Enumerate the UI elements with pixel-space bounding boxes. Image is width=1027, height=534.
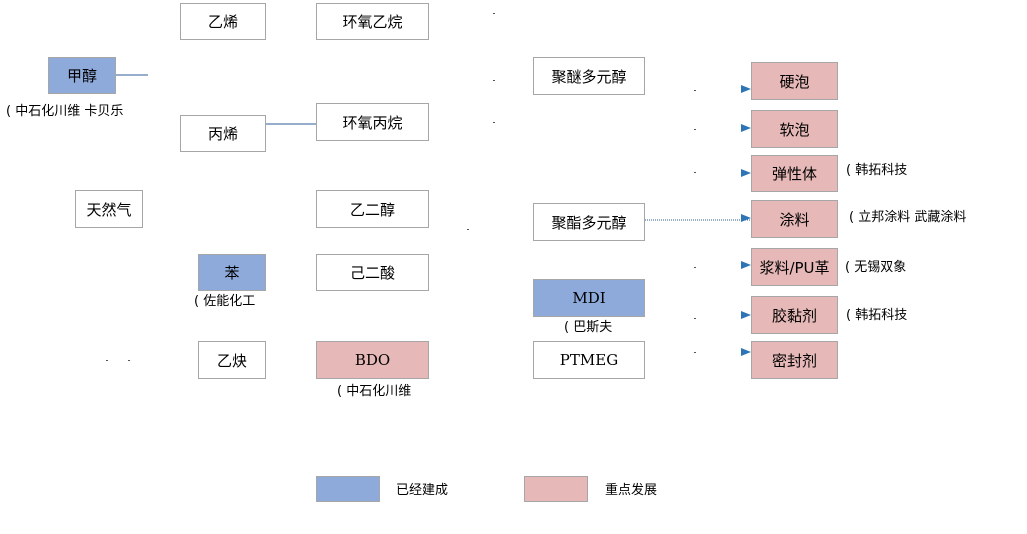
- node-mdi: MDI: [533, 279, 645, 317]
- arrow-coating: [741, 214, 751, 222]
- stray-dot: [694, 352, 696, 353]
- node-soft-foam: 软泡: [751, 110, 838, 148]
- arrow-rigid-foam: [741, 85, 751, 93]
- node-propylene: 丙烯: [180, 115, 266, 152]
- node-adhesive: 胶黏剂: [751, 296, 838, 334]
- node-ptmeg: PTMEG: [533, 341, 645, 379]
- stray-dot: [493, 80, 495, 81]
- legend-built-label: 已经建成: [396, 483, 449, 498]
- node-methanol: 甲醇: [48, 57, 116, 94]
- node-benzene: 苯: [198, 254, 266, 291]
- node-ethylene-glycol: 乙二醇: [316, 190, 429, 228]
- legend-built-swatch: [316, 476, 380, 502]
- node-adipic-acid: 己二酸: [316, 254, 429, 291]
- arrow-soft-foam: [741, 124, 751, 132]
- arrow-sealant: [741, 348, 751, 356]
- stray-dot: [493, 13, 495, 14]
- stray-dot: [128, 360, 130, 361]
- stray-dot: [493, 122, 495, 123]
- legend-focus-label: 重点发展: [605, 483, 658, 498]
- node-slurry-pu-leather: 浆料/PU革: [751, 248, 838, 286]
- stray-dot: [694, 172, 696, 173]
- company-benzene: ( 佐能化工: [194, 294, 256, 309]
- node-ethylene: 乙烯: [180, 3, 266, 40]
- node-ethylene-oxide: 环氧乙烷: [316, 3, 429, 40]
- arrow-elastomer: [741, 169, 751, 177]
- node-acetylene: 乙炔: [198, 341, 266, 379]
- company-coating: ( 立邦涂料 武藏涂料: [849, 210, 967, 225]
- company-mdi: ( 巴斯夫: [564, 320, 613, 335]
- node-coating: 涂料: [751, 200, 838, 238]
- stray-dot: [106, 360, 108, 361]
- stray-dot: [694, 318, 696, 319]
- stray-dot: [467, 229, 469, 230]
- company-elastomer: ( 韩拓科技: [846, 163, 908, 178]
- stray-dot: [694, 267, 696, 268]
- node-propylene-oxide: 环氧丙烷: [316, 103, 429, 141]
- node-sealant: 密封剂: [751, 341, 838, 379]
- node-polyester-polyol: 聚酯多元醇: [533, 203, 645, 241]
- company-methanol: ( 中石化川维 卡贝乐: [6, 104, 124, 119]
- arrow-slurry: [741, 261, 751, 269]
- node-polyether-polyol: 聚醚多元醇: [533, 57, 645, 95]
- node-rigid-foam: 硬泡: [751, 62, 838, 100]
- company-slurry-pu-leather: ( 无锡双象: [845, 260, 907, 275]
- company-bdo: ( 中石化川维: [337, 384, 412, 399]
- node-natural-gas: 天然气: [75, 190, 143, 228]
- legend-focus-swatch: [524, 476, 588, 502]
- node-bdo: BDO: [316, 341, 429, 379]
- node-elastomer: 弹性体: [751, 155, 838, 192]
- stray-dot: [694, 90, 696, 91]
- company-adhesive: ( 韩拓科技: [846, 308, 908, 323]
- arrow-adhesive: [741, 311, 751, 319]
- stray-dot: [694, 129, 696, 130]
